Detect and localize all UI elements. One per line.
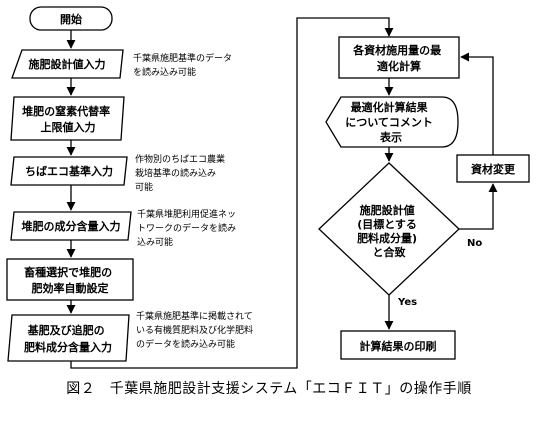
svg-text:基肥及び追肥の 肥料成分含量入力: 基肥及び追肥の 肥料成分含量入力: [24, 323, 112, 354]
print-results-node: 計算結果の印刷: [340, 330, 456, 360]
svg-text:畜種選択で堆肥の 肥効率自動設定: 畜種選択で堆肥の 肥効率自動設定: [24, 265, 116, 295]
note-fertilization-standard: 千葉県施肥基準のデータ を読み込み可能: [133, 52, 235, 78]
svg-text:ちばエコ基準入力: ちばエコ基準入力: [25, 164, 113, 178]
input-n-limit-node: 堆肥の窒素代替率 上限値入力: [10, 96, 125, 141]
svg-text:堆肥の窒素代替率 上限値入力: 堆肥の窒素代替率 上限値入力: [22, 104, 114, 134]
start-node: 開始: [29, 6, 113, 31]
svg-text:開始: 開始: [60, 12, 82, 26]
svg-text:最適化計算結果 についてコメント 表: 最適化計算結果 についてコメント 表示: [345, 100, 437, 144]
note-fertilizer-data: 千葉県施肥基準に掲載されて いる有機質肥料及び化学肥料 のデータを読み込み可能: [136, 310, 256, 350]
svg-text:施肥設計値 (目標とする 肥料成分量: 施肥設計値 (目標とする 肥料成分量) と合致: [357, 203, 421, 259]
start-label: 開始: [60, 12, 82, 26]
yes-label: Yes: [397, 297, 417, 308]
figure-caption: 図２ 千葉県施肥設計支援システム「エコＦＩＴ」の操作手順: [66, 381, 472, 397]
optimize-node: 各資材施用量の最 適化計算: [338, 36, 460, 79]
input-chiba-eco-node: ちばエコ基準入力: [10, 156, 128, 186]
note-chiba-eco-standard: 作物別のちばエコ農業 栽培基準の読み込み 可能: [135, 153, 228, 193]
svg-text:計算結果の印刷: 計算結果の印刷: [360, 339, 437, 353]
svg-text:堆肥の成分含量入力: 堆肥の成分含量入力: [22, 219, 121, 233]
note-compost-network: 千葉県堆肥利用促進ネッ トワークのデータを読み 込み可能: [137, 208, 239, 248]
no-label: No: [467, 238, 482, 249]
input-fertilizer-node: 基肥及び追肥の 肥料成分含量入力: [7, 314, 130, 362]
comment-display-node: 最適化計算結果 についてコメント 表示: [325, 96, 459, 148]
svg-text:資材変更: 資材変更: [471, 162, 516, 176]
svg-text:各資材施用量の最 適化計算: 各資材施用量の最 適化計算: [352, 43, 445, 73]
svg-text:施肥設計値入力: 施肥設計値入力: [29, 57, 106, 71]
input-design-values-node: 施肥設計値入力: [11, 49, 124, 79]
decision-node: 施肥設計値 (目標とする 肥料成分量) と合致: [318, 162, 460, 296]
input-compost-node: 堆肥の成分含量入力: [10, 211, 132, 241]
material-change-node: 資材変更: [456, 154, 530, 183]
livestock-select-node: 畜種選択で堆肥の 肥効率自動設定: [6, 258, 134, 301]
